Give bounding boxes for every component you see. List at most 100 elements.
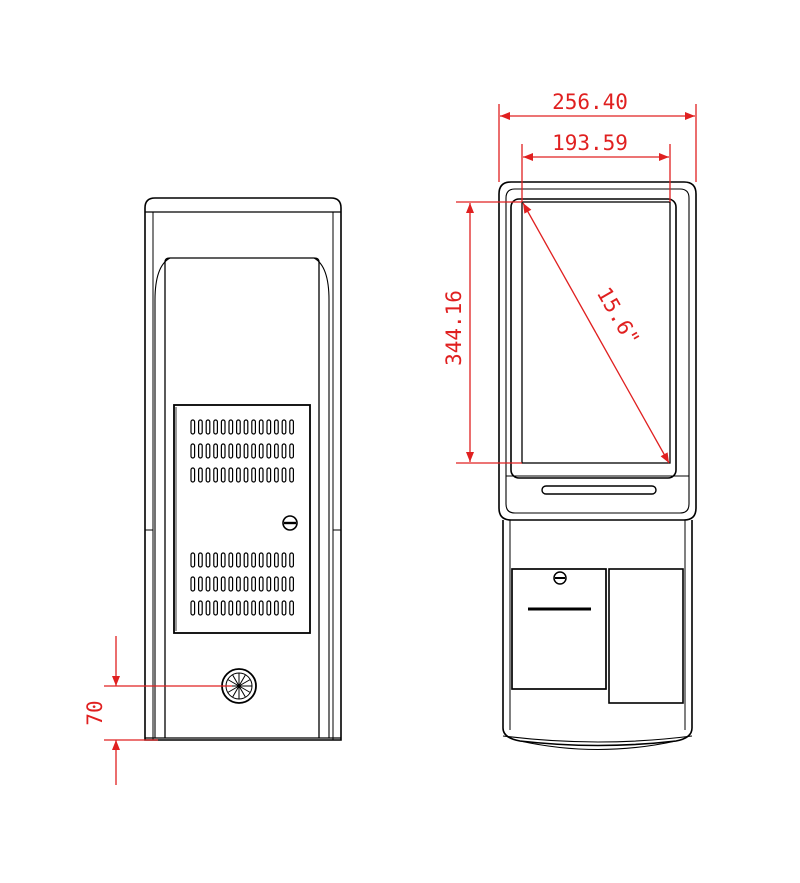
- vent-slot: [274, 443, 279, 459]
- vent-slot: [251, 552, 257, 568]
- vent-slot: [258, 419, 264, 435]
- vent-slot: [205, 467, 211, 483]
- vent-slot: [289, 443, 294, 459]
- vent-slot: [258, 576, 264, 592]
- vent-slot: [236, 419, 241, 435]
- vent-slot: [220, 576, 226, 592]
- vent-slot: [251, 600, 257, 616]
- vent-slot: [266, 467, 272, 483]
- vent-slot: [213, 552, 219, 568]
- vent-slot: [228, 467, 234, 483]
- vent-slot: [258, 443, 264, 459]
- vent-slot: [243, 552, 249, 568]
- vent-slot: [274, 467, 279, 483]
- vent-slot: [251, 467, 257, 483]
- card-dispenser-panel: [608, 568, 684, 704]
- fan-blade: [232, 674, 240, 687]
- vent-slot: [289, 576, 294, 592]
- fan-blade: [238, 685, 251, 693]
- vent-slot: [274, 552, 279, 568]
- vent-slot: [243, 600, 249, 616]
- fan-blade: [238, 685, 246, 698]
- vent-slot: [205, 552, 211, 568]
- vent-slot: [266, 443, 272, 459]
- vent-slot: [274, 576, 279, 592]
- vent-slot: [220, 443, 226, 459]
- vent-slot: [220, 552, 226, 568]
- vent-slot: [251, 443, 257, 459]
- vent-slot: [205, 419, 211, 435]
- front-view-head: [498, 181, 697, 521]
- vent-slot: [190, 419, 196, 435]
- vent-slot: [258, 600, 264, 616]
- vent-slot: [190, 467, 196, 483]
- front-view-base: [502, 520, 693, 750]
- service-door: [173, 404, 311, 634]
- fan-blade: [227, 685, 240, 693]
- vent-slot: [198, 419, 203, 435]
- vent-slot: [198, 443, 203, 459]
- vent-slot: [213, 467, 219, 483]
- vent-slot: [251, 576, 257, 592]
- vent-slot: [258, 467, 264, 483]
- vent-slot: [251, 419, 257, 435]
- vent-slot: [281, 419, 287, 435]
- vent-slot: [205, 600, 211, 616]
- vent-slot: [190, 443, 196, 459]
- vent-slot: [236, 467, 241, 483]
- vent-slot: [228, 419, 234, 435]
- vent-slot: [190, 600, 196, 616]
- printer-module: [511, 568, 607, 690]
- vent-slot: [198, 576, 203, 592]
- vent-slot: [198, 467, 203, 483]
- vent-slot: [281, 576, 287, 592]
- base-height-label: 70: [83, 700, 107, 725]
- vent-slot: [190, 552, 196, 568]
- vent-slot: [213, 419, 219, 435]
- vent-slot: [198, 552, 203, 568]
- vent-slot: [243, 467, 249, 483]
- vent-slots-upper: [190, 419, 294, 483]
- vent-slot: [266, 576, 272, 592]
- screen-height-label: 344.16: [442, 290, 466, 366]
- fan-blade: [232, 685, 240, 698]
- base-height-dimension: [104, 636, 232, 785]
- door-lock-icon: [282, 515, 298, 531]
- vent-slot: [236, 443, 241, 459]
- vent-slot: [289, 600, 294, 616]
- vent-slot: [274, 600, 279, 616]
- vent-slot: [258, 552, 264, 568]
- vent-slot: [243, 419, 249, 435]
- fan-blade: [238, 674, 246, 687]
- side-view-body: [144, 197, 342, 741]
- vent-slot: [289, 419, 294, 435]
- vent-slot: [236, 576, 241, 592]
- vent-slot: [198, 600, 203, 616]
- front-dimensions: [456, 104, 697, 464]
- vent-slot: [205, 576, 211, 592]
- vent-slot: [266, 419, 272, 435]
- vent-slot: [243, 443, 249, 459]
- vent-slot: [274, 419, 279, 435]
- card-reader-slot: [541, 485, 657, 495]
- vent-slot: [228, 600, 234, 616]
- vent-slot: [220, 419, 226, 435]
- vent-slot: [213, 576, 219, 592]
- vent-slot: [228, 443, 234, 459]
- vent-slot: [266, 600, 272, 616]
- vent-slot: [220, 600, 226, 616]
- vent-slot: [289, 467, 294, 483]
- side-view: [144, 197, 342, 741]
- side-view-back-panel: [145, 257, 341, 739]
- vent-slot: [281, 552, 287, 568]
- screen-width-label: 193.59: [552, 131, 628, 155]
- vent-slot: [281, 443, 287, 459]
- display-screen: [510, 198, 677, 479]
- vent-slot: [281, 600, 287, 616]
- vent-slot: [243, 576, 249, 592]
- vent-slot: [281, 467, 287, 483]
- vent-slot: [236, 600, 241, 616]
- vent-slot: [205, 443, 211, 459]
